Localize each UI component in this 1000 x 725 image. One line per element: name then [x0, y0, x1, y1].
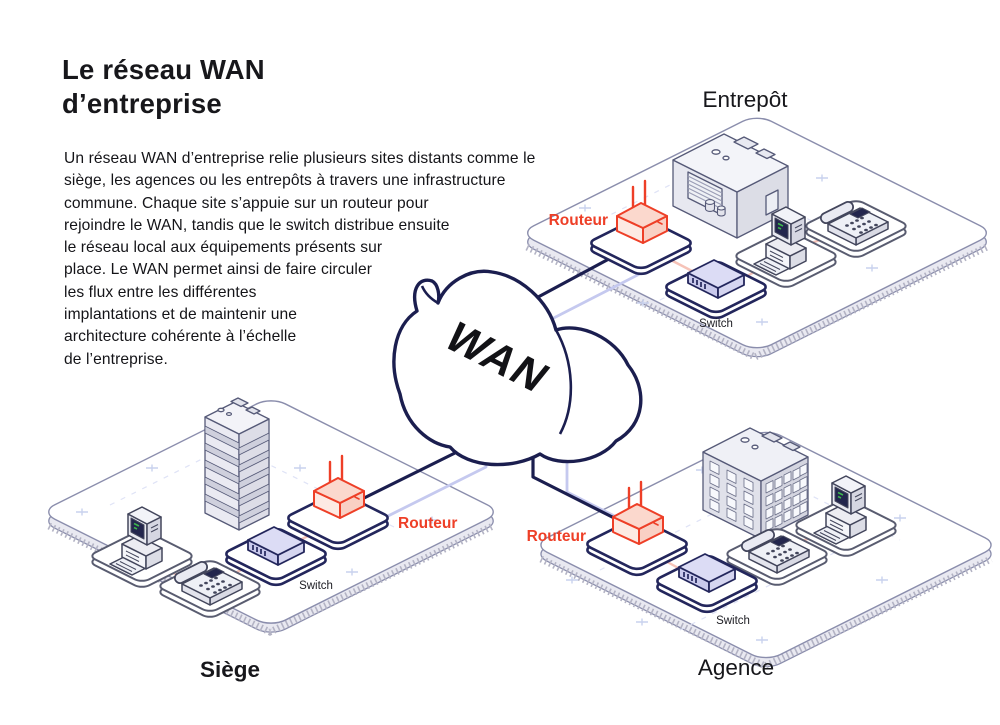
- site-label-agence: Agence: [698, 655, 774, 680]
- intro-line: Un réseau WAN d’entreprise relie plusieu…: [64, 150, 536, 167]
- intro-line: siège, les agences ou les entrepôts à tr…: [64, 172, 506, 190]
- router-label-entrepot: Routeur: [549, 212, 608, 229]
- wan-cloud: WAN: [392, 269, 643, 467]
- site-siege-devices: [88, 454, 391, 619]
- intro-line: les flux entre les différentes: [64, 283, 257, 301]
- switch-label-siege: Switch: [299, 580, 333, 592]
- page-title-line2: d’entreprise: [62, 88, 222, 119]
- switch-label-entrepot: Switch: [699, 318, 733, 330]
- hq-building: [204, 397, 270, 531]
- intro-line: commune. Chaque site s’appuie sur un rou…: [64, 194, 429, 212]
- link-navy-entrepot: [525, 251, 622, 305]
- intro-line: architecture cohérente à l’échelle: [64, 328, 297, 346]
- intro-line: le réseau local aux équipements présents…: [64, 239, 383, 257]
- warehouse-building: [672, 133, 789, 239]
- page-title-line1: Le réseau WAN: [62, 54, 265, 85]
- switch-label-agence: Switch: [716, 615, 750, 627]
- page-title: Le réseau WAN d’entreprise: [62, 53, 265, 121]
- router-label-agence: Routeur: [527, 528, 586, 545]
- intro-line: de l’entreprise.: [64, 350, 168, 368]
- site-agence-devices: [583, 475, 899, 614]
- intro-line: place. Le WAN permet ainsi de faire circ…: [64, 261, 373, 279]
- site-label-entrepot: Entrepôt: [702, 87, 788, 112]
- intro-line: implantations et de maintenir une: [64, 306, 298, 324]
- site-label-siege: Siège: [200, 657, 260, 682]
- office-building: [702, 427, 809, 540]
- intro-line: rejoindre le WAN, tandis que le switch d…: [64, 216, 450, 234]
- site-entrepot-devices: [587, 179, 909, 320]
- intro-paragraph: Un réseau WAN d’entreprise relie plusieu…: [64, 148, 535, 371]
- router-label-siege: Routeur: [398, 515, 457, 532]
- platform-entrepot: [525, 114, 989, 361]
